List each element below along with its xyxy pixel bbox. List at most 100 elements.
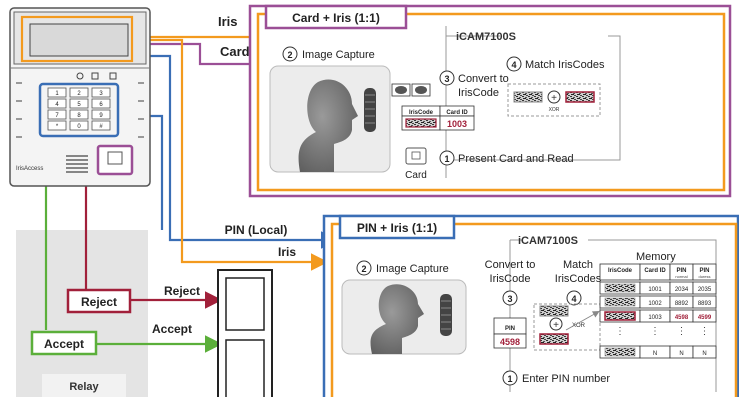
keypad-key[interactable] (47, 98, 67, 109)
card-arrow (124, 42, 271, 73)
keypad-key-label: 4 (55, 102, 59, 108)
svg-text:2: 2 (361, 264, 366, 274)
keypad-key-label: * (56, 124, 59, 130)
card-icon (405, 147, 427, 165)
pin-iris-title: PIN + Iris (1:1) (357, 221, 437, 235)
head-silhouette-2 (370, 284, 424, 354)
pin-iris-bracket (509, 239, 717, 392)
pin-iris-inner (330, 222, 738, 402)
card-iris-inner (256, 12, 726, 192)
accept-box (30, 330, 98, 356)
keypad-key[interactable] (47, 87, 67, 98)
memory-subheader: duress (698, 274, 710, 279)
card-reader-highlight (96, 144, 134, 176)
memory-value: 8892 (675, 301, 689, 307)
memory-ellipsis: ⋮ (650, 326, 660, 337)
pin-iris-model: iCAM7100S (518, 235, 578, 247)
svg-text:+: + (553, 320, 559, 331)
pin-xor: XOR (572, 323, 586, 329)
camera-side (364, 88, 376, 132)
head-silhouette (298, 79, 358, 172)
keypad-key-label: 9 (99, 113, 103, 119)
keypad-key[interactable] (69, 87, 89, 98)
iris-mid-arrow (128, 38, 329, 271)
memory-header: IrisCode (608, 268, 633, 274)
pin-match-box (533, 303, 601, 351)
memory-value: N (702, 351, 706, 357)
memory-header: PIN (676, 268, 686, 274)
accept-arrow-label: Accept (152, 322, 192, 336)
iris-reader-device: IrisAccess (9, 7, 151, 187)
brand-logo: IrisAccess (16, 166, 43, 172)
keypad-key[interactable] (91, 98, 111, 109)
memory-header: PIN (699, 268, 709, 274)
keypad-key[interactable] (69, 98, 89, 109)
card-iris-step1: Present Card and Read (458, 153, 574, 165)
keypad-key[interactable] (91, 87, 111, 98)
keypad-key-label: 0 (77, 124, 81, 130)
accept-box-label: Accept (44, 337, 84, 351)
keypad-key[interactable] (69, 109, 89, 120)
card-id-value: 1003 (447, 119, 467, 129)
memory-ellipsis: ⋮ (677, 326, 687, 337)
card-iris-title-box (264, 4, 408, 30)
pin-step3-line1: Convert to (485, 259, 536, 271)
pin-step4-line2: IrisCodes (555, 273, 602, 285)
card-caption: Card (405, 170, 427, 181)
memory-value: 2035 (698, 287, 712, 293)
memory-cell (692, 309, 717, 323)
memory-value: 1003 (648, 315, 662, 321)
svg-text:3: 3 (444, 74, 449, 84)
card-xor: XOR (549, 107, 560, 113)
svg-text:2: 2 (287, 50, 292, 60)
svg-text:+: + (551, 93, 557, 104)
col-iriscode: IrisCode (409, 110, 434, 116)
svg-text:1: 1 (507, 374, 512, 384)
memory-value: 1001 (648, 287, 662, 293)
camera-highlight (20, 15, 134, 63)
memory-cell (692, 295, 717, 309)
memory-cell (692, 281, 717, 295)
keypad-key[interactable] (91, 120, 111, 131)
reject-arrow-label: Reject (164, 284, 200, 298)
relay-label-bg (42, 374, 126, 400)
keypad-key[interactable] (47, 120, 67, 131)
keypad-highlight (38, 82, 120, 138)
iris-top-label: Iris (218, 14, 238, 29)
card-iris-title: Card + Iris (1:1) (292, 11, 380, 25)
pin-local-label: PIN (Local) (225, 223, 288, 237)
memory-value: N (653, 351, 657, 357)
pin-step4-line1: Match (563, 259, 593, 271)
card-label: Card (220, 44, 250, 59)
memory-iriscode (604, 311, 636, 321)
iris-mid-label: Iris (278, 245, 296, 259)
memory-title: Memory (636, 251, 676, 263)
keypad-key-label: 1 (55, 91, 59, 97)
keypad-key-label: # (99, 124, 103, 130)
col-cardid: Card ID (446, 110, 468, 116)
memory-value: 2034 (675, 287, 689, 293)
svg-text:1: 1 (444, 154, 449, 164)
pin-step3-line2: IrisCode (490, 273, 531, 285)
relay-area (16, 230, 148, 400)
memory-value: 1002 (648, 301, 662, 307)
card-iris-step3-line1: Convert to (458, 73, 509, 85)
keypad-key-label: 3 (99, 91, 103, 97)
svg-text:4: 4 (511, 60, 516, 70)
card-iris-step3-line2: IrisCode (458, 87, 499, 99)
keypad-key-label: 5 (77, 102, 81, 108)
keypad-key[interactable] (91, 109, 111, 120)
memory-ellipsis: ⋮ (615, 326, 625, 337)
keypad-key[interactable] (69, 120, 89, 131)
card-iris-model: iCAM7100S (456, 31, 516, 43)
memory-value: 8893 (698, 301, 712, 307)
pin-label: PIN (505, 326, 515, 332)
reject-box-label: Reject (81, 295, 117, 309)
door (217, 269, 273, 401)
pin-iris-step2: Image Capture (376, 263, 449, 275)
memory-iriscode (604, 347, 636, 357)
memory-iriscode (604, 283, 636, 293)
keypad-key[interactable] (47, 109, 67, 120)
